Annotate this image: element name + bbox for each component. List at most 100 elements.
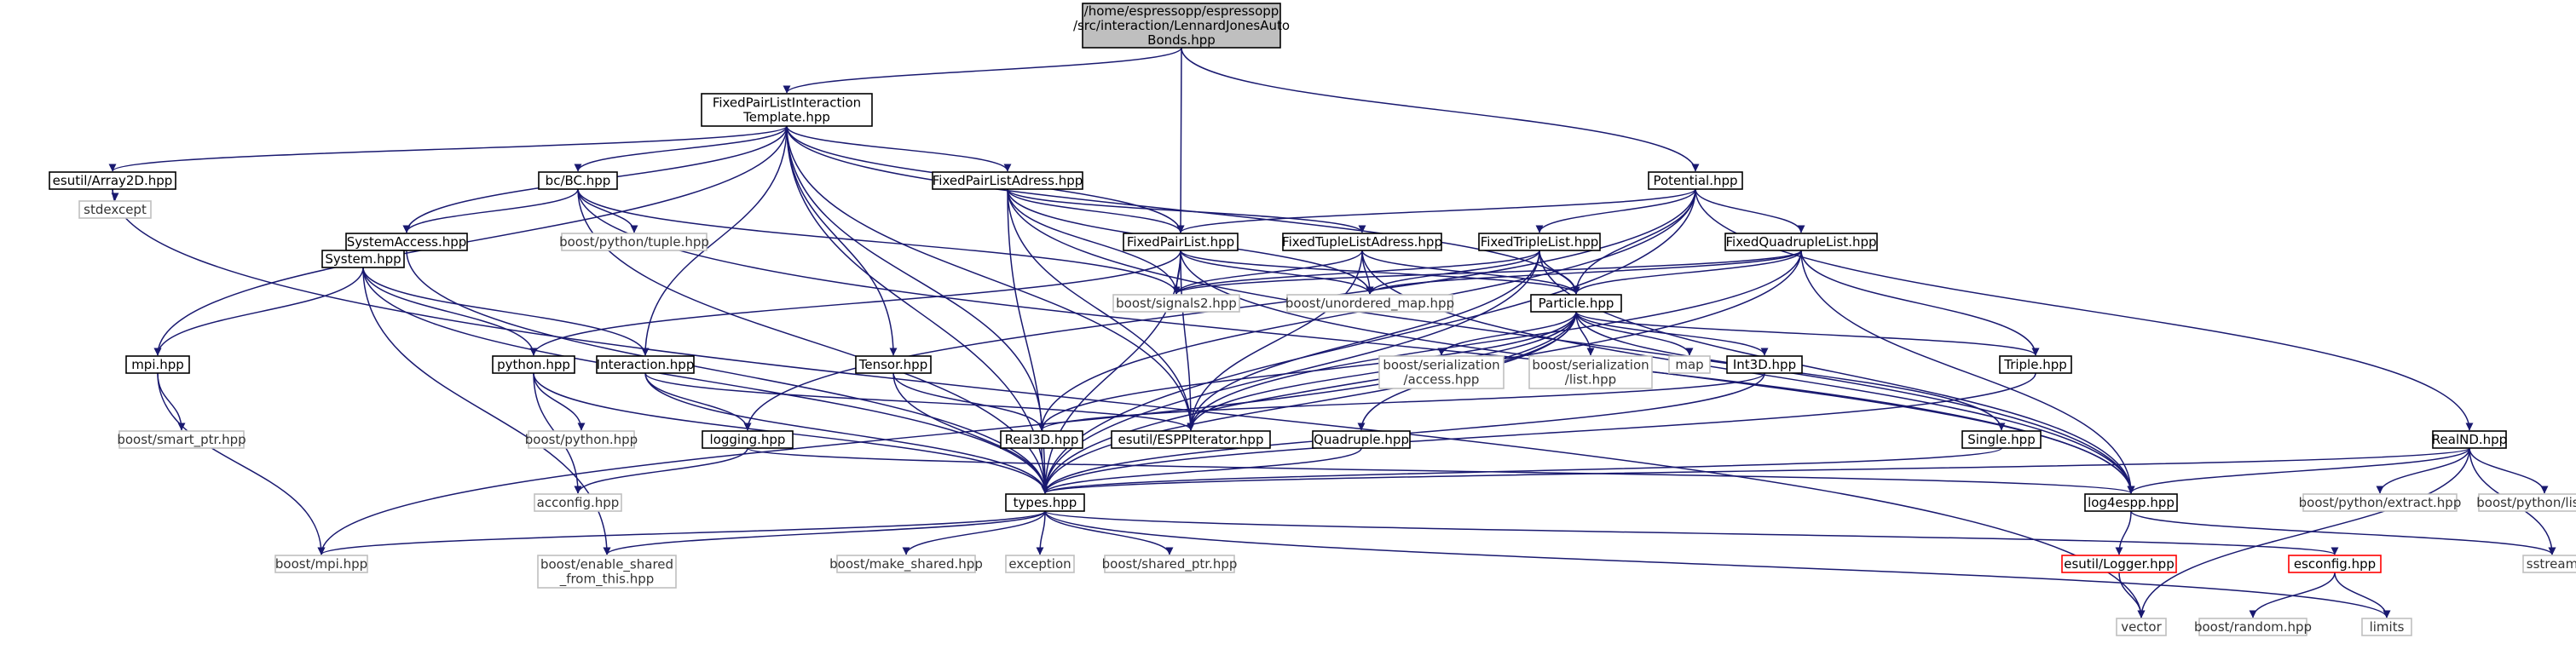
node-array2d[interactable]: esutil/Array2D.hpp — [49, 171, 176, 190]
node-fpl[interactable]: FixedPairList.hpp — [1123, 233, 1239, 251]
node-realnd[interactable]: RealND.hpp — [2432, 430, 2507, 449]
node-tensor[interactable]: Tensor.hpp — [855, 355, 932, 374]
node-acconfig-label-0: acconfig.hpp — [537, 495, 620, 510]
node-pyextract-label-0: boost/python/extract.hpp — [2299, 495, 2462, 510]
node-acconfig-box — [534, 493, 622, 512]
node-log4espp[interactable]: log4espp.hpp — [2084, 493, 2178, 512]
node-root[interactable]: /home/espressopp/espressopp/src/interact… — [1073, 3, 1290, 49]
node-smartptr-box — [118, 430, 245, 449]
node-logging[interactable]: logging.hpp — [702, 430, 794, 449]
node-ftl-box — [1478, 233, 1601, 251]
node-pyextract[interactable]: boost/python/extract.hpp — [2299, 493, 2462, 512]
edge-int3d-to-real3d — [1037, 372, 1765, 431]
node-pythonhpp-label-0: boost/python.hpp — [525, 432, 638, 447]
node-log4espp-box — [2084, 493, 2178, 512]
node-makeshared[interactable]: boost/make_shared.hpp — [829, 555, 983, 573]
node-triple[interactable]: Triple.hpp — [1999, 355, 2072, 374]
node-single[interactable]: Single.hpp — [1961, 430, 2042, 449]
node-fql[interactable]: FixedQuadrupleList.hpp — [1724, 233, 1878, 251]
node-boostmpi[interactable]: boost/mpi.hpp — [274, 555, 368, 573]
edge-logger-to-vector — [2118, 572, 2146, 618]
edge-fplit-to-fpla — [786, 125, 1012, 172]
node-vector[interactable]: vector — [2116, 618, 2167, 636]
edge-system-to-mpi — [153, 267, 364, 356]
edge-realnd-to-types — [1042, 447, 2470, 494]
node-logger-label-0: esutil/Logger.hpp — [2064, 556, 2174, 572]
node-umap-label-0: boost/unordered_map.hpp — [1285, 296, 1454, 312]
node-types-box — [1005, 493, 1085, 512]
node-stdexcept[interactable]: stdexcept — [78, 200, 152, 219]
node-pytuple[interactable]: boost/python/tuple.hpp — [559, 233, 709, 251]
node-system[interactable]: System.hpp — [321, 250, 405, 268]
node-ftla-box — [1282, 233, 1442, 251]
node-umap[interactable]: boost/unordered_map.hpp — [1285, 294, 1454, 313]
node-serialaccess-box — [1378, 355, 1505, 389]
edge-esconfig-to-random — [2249, 572, 2336, 618]
node-limits-box — [2361, 618, 2412, 636]
node-fpl-label-0: FixedPairList.hpp — [1127, 234, 1234, 250]
node-tensor-box — [855, 355, 932, 374]
edge-bc-to-signals — [577, 188, 1181, 295]
node-esconfig[interactable]: esconfig.hpp — [2288, 555, 2382, 573]
node-pyextract-box — [2302, 493, 2458, 512]
node-exception-box — [1005, 555, 1075, 573]
node-particle[interactable]: Particle.hpp — [1530, 294, 1622, 313]
node-vector-label-0: vector — [2121, 619, 2162, 635]
edge-single-to-types — [1041, 447, 2002, 494]
node-sysaccess[interactable]: SystemAccess.hpp — [345, 233, 468, 251]
edge-python-to-pythonhpp — [533, 372, 586, 431]
node-exception[interactable]: exception — [1005, 555, 1075, 573]
node-int3d[interactable]: Int3D.hpp — [1726, 355, 1803, 374]
edge-quadruple-to-types — [1041, 447, 1362, 494]
node-seriallist-label-1: /list.hpp — [1565, 372, 1616, 388]
node-pylist[interactable]: boost/python/list.hpp — [2476, 493, 2576, 512]
node-mpi[interactable]: mpi.hpp — [125, 355, 190, 374]
node-random-label-0: boost/random.hpp — [2194, 619, 2312, 635]
node-quadruple-box — [1312, 430, 1411, 449]
node-bc-box — [538, 171, 618, 190]
node-sharedptr[interactable]: boost/shared_ptr.hpp — [1102, 555, 1238, 573]
node-acconfig[interactable]: acconfig.hpp — [534, 493, 622, 512]
node-signals[interactable]: boost/signals2.hpp — [1112, 294, 1240, 313]
node-limits[interactable]: limits — [2361, 618, 2412, 636]
node-random[interactable]: boost/random.hpp — [2194, 618, 2312, 636]
node-triple-label-0: Triple.hpp — [2003, 357, 2067, 372]
edge-potential-to-ftl — [1535, 188, 1696, 233]
node-pylist-label-0: boost/python/list.hpp — [2476, 495, 2576, 510]
node-real3d[interactable]: Real3D.hpp — [1000, 430, 1083, 449]
node-interaction-box — [596, 355, 695, 374]
node-enableshared[interactable]: boost/enable_shared_from_this.hpp — [537, 555, 677, 589]
node-pythonhpp-box — [528, 430, 635, 449]
edge-fpl-to-particle — [1180, 250, 1580, 295]
node-bc[interactable]: bc/BC.hpp — [538, 171, 618, 190]
node-makeshared-box — [836, 555, 976, 573]
node-python[interactable]: python.hpp — [492, 355, 575, 374]
node-sstream[interactable]: sstream — [2522, 555, 2576, 573]
node-sharedptr-box — [1104, 555, 1235, 573]
node-pythonhpp[interactable]: boost/python.hpp — [525, 430, 638, 449]
node-fpla[interactable]: FixedPairListAdress.hpp — [932, 171, 1083, 190]
node-realnd-label-0: RealND.hpp — [2432, 432, 2507, 447]
edge-ftla-to-espp — [1187, 250, 1363, 431]
node-smartptr[interactable]: boost/smart_ptr.hpp — [117, 430, 246, 449]
node-logger[interactable]: esutil/Logger.hpp — [2061, 555, 2177, 573]
node-interaction[interactable]: Interaction.hpp — [596, 355, 695, 374]
node-seriallist[interactable]: boost/serialization/list.hpp — [1528, 355, 1653, 389]
node-quadruple[interactable]: Quadruple.hpp — [1312, 430, 1411, 449]
node-map[interactable]: map — [1668, 355, 1711, 374]
edge-interaction-to-espp — [644, 372, 1195, 431]
node-types[interactable]: types.hpp — [1005, 493, 1085, 512]
node-espp[interactable]: esutil/ESPPIterator.hpp — [1111, 430, 1271, 449]
node-potential[interactable]: Potential.hpp — [1648, 171, 1743, 190]
edge-fql-to-log4espp — [1800, 250, 2135, 494]
node-logging-box — [702, 430, 794, 449]
node-ftla[interactable]: FixedTupleListAdress.hpp — [1282, 233, 1442, 251]
edge-particle-to-serialaccess — [1437, 311, 1577, 356]
node-serialaccess[interactable]: boost/serialization/access.hpp — [1378, 355, 1505, 389]
edge-log4espp-to-sstream — [2130, 510, 2556, 555]
node-ftla-label-0: FixedTupleListAdress.hpp — [1282, 234, 1442, 250]
node-array2d-box — [49, 171, 176, 190]
node-ftl[interactable]: FixedTripleList.hpp — [1478, 233, 1601, 251]
